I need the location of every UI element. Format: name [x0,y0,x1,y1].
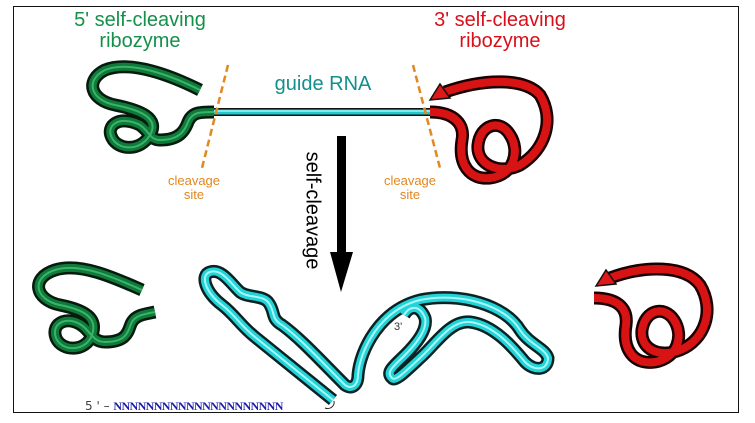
arrowhead-icon [594,268,618,287]
label-cleavage-site-right: cleavage site [370,174,450,201]
label-3prime-line2: ribozyme [459,30,541,52]
label-cleavage-site-left: cleavage site [154,174,234,201]
sequence-n-bases: NNNNNNNNNNNNNNNNNNNNN [113,399,283,413]
label-3prime-ribozyme: 3' self-cleaving ribozyme [400,10,600,52]
label-self-cleavage: self-cleavage [301,151,324,270]
cleavage-right-line2: site [399,186,421,202]
guide-rna-precursor [214,108,430,116]
label-5prime-ribozyme: 5' self-cleaving ribozyme [40,10,240,52]
cleavage-left-line2: site [183,186,205,202]
cleavage-line-left [200,64,230,169]
ribozyme-3prime-precursor [428,75,554,185]
label-3prime-end: 3' [394,321,403,333]
arrowhead-icon [428,82,452,101]
ribozyme-5prime-precursor [86,60,215,154]
diagram-frame [13,6,739,413]
cleavage-line-right [411,64,442,169]
sequence-5prime-label: 5 ' – [85,399,114,413]
label-5prime-line1: 5' self-cleaving [74,9,206,31]
guide-sequence: 5 ' – NNNNNNNNNNNNNNNNNNNNN [85,398,283,414]
ribozyme-5prime-product [32,261,157,355]
ribozyme-3prime-product [593,262,714,369]
down-arrow-icon [330,136,353,292]
guide-rna-product [198,264,555,409]
label-5prime-line2: ribozyme [99,30,181,52]
cleavage-left-line1: cleavage [167,173,221,188]
cleavage-right-line1: cleavage [383,173,437,188]
label-guide-rna: guide RNA [274,73,372,95]
label-3prime-line1: 3' self-cleaving [434,9,566,31]
